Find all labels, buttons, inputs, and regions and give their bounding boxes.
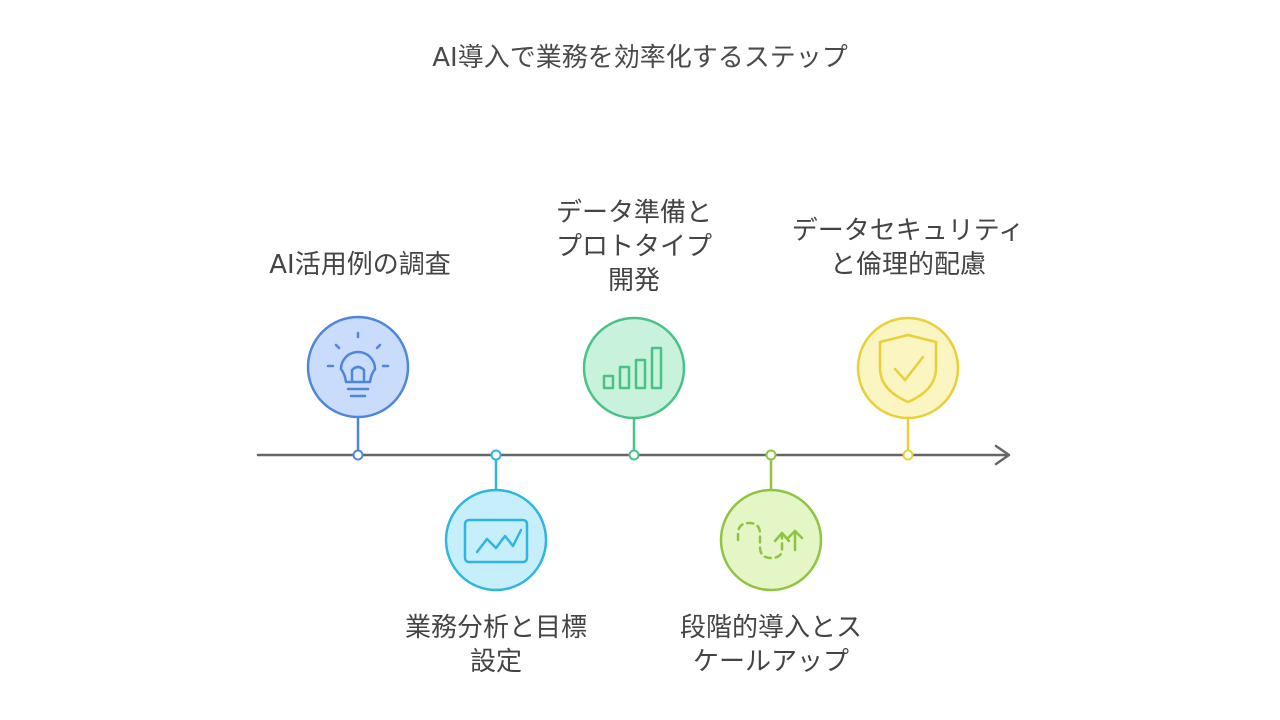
step-2-node bbox=[444, 449, 548, 592]
path-arrow-icon bbox=[736, 521, 804, 560]
shield-check-icon bbox=[878, 333, 938, 404]
lightbulb-icon bbox=[326, 331, 390, 398]
line-chart-icon bbox=[463, 518, 529, 564]
step-3-node bbox=[582, 316, 686, 461]
timeline-arrowhead bbox=[994, 444, 1011, 466]
diagram-title: AI導入で業務を効率化するステップ bbox=[432, 43, 848, 73]
step-5-circle bbox=[856, 316, 960, 420]
step-1-axis-dot bbox=[352, 449, 364, 461]
step-4-node bbox=[719, 449, 823, 592]
step-3-label: データ準備と プロトタイプ 開発 bbox=[555, 198, 712, 296]
step-2-axis-dot bbox=[490, 449, 502, 461]
step-1-label: AI活用例の調査 bbox=[269, 250, 451, 280]
step-3-axis-dot bbox=[628, 449, 640, 461]
step-4-circle bbox=[719, 488, 823, 592]
step-3-circle bbox=[582, 316, 686, 420]
step-4-axis-dot bbox=[765, 449, 777, 461]
step-4-label: 段階的導入とス ケールアップ bbox=[679, 613, 862, 677]
step-5-node bbox=[856, 316, 960, 461]
step-2-label: 業務分析と目標 設定 bbox=[404, 613, 587, 677]
step-5-axis-dot bbox=[902, 449, 914, 461]
bar-chart-icon bbox=[602, 346, 663, 390]
step-5-label: データセキュリティ と倫理的配慮 bbox=[791, 216, 1025, 280]
step-1-node bbox=[306, 315, 410, 461]
step-2-circle bbox=[444, 488, 548, 592]
